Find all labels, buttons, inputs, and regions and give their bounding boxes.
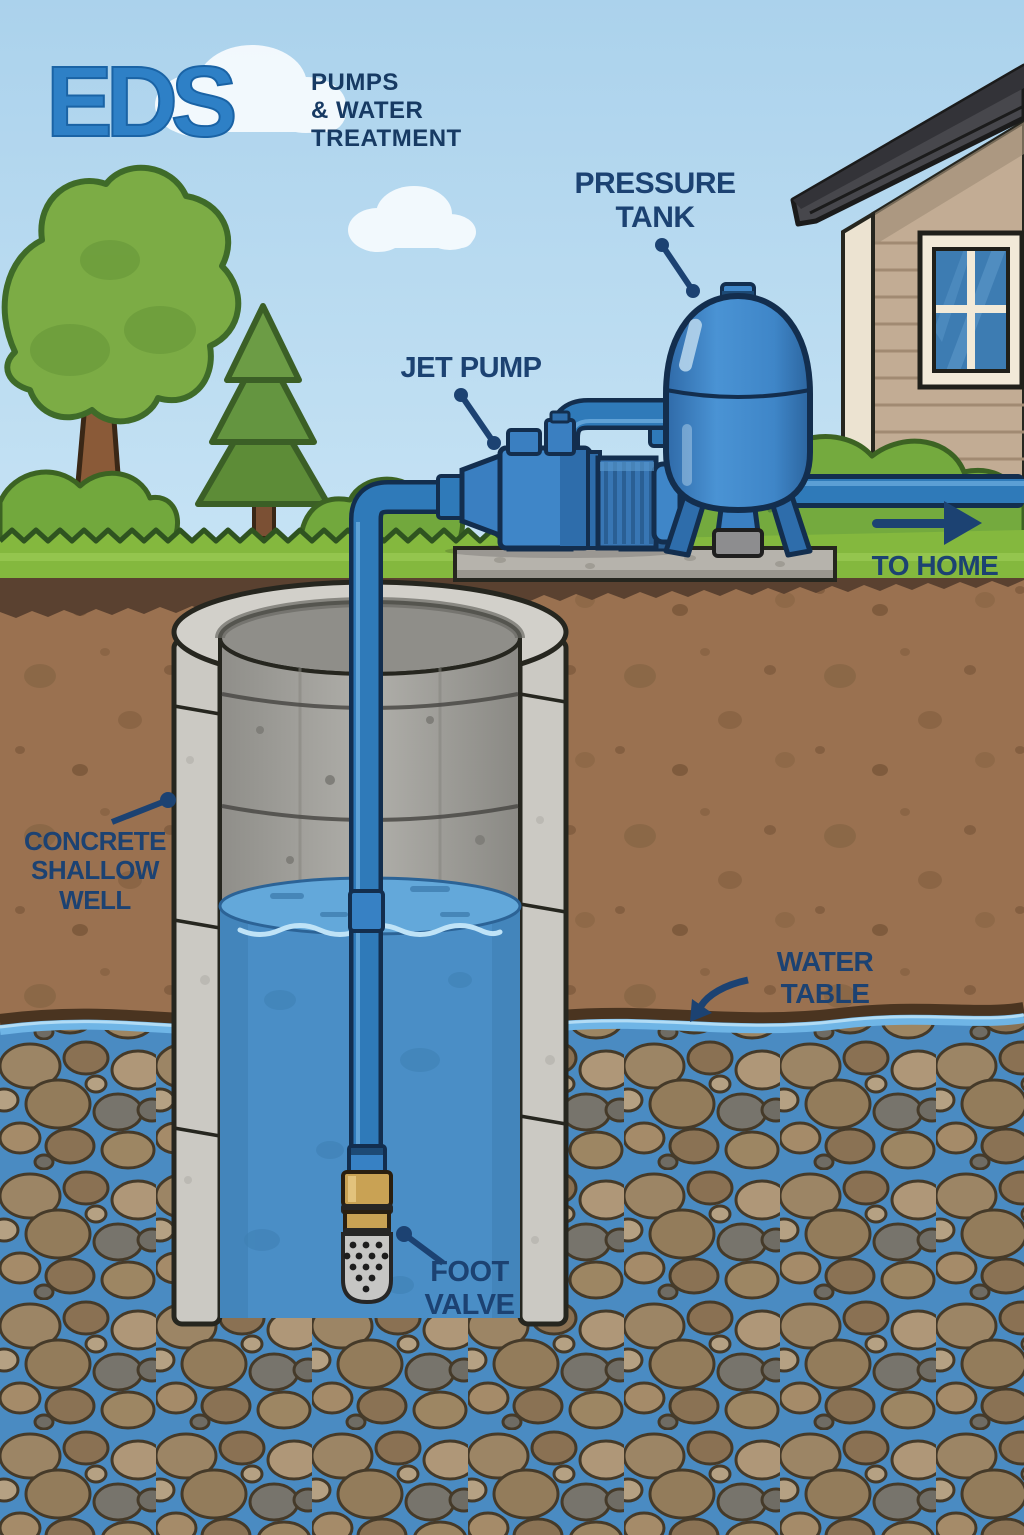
logo-tagline: PUMPS & WATER TREATMENT — [311, 69, 462, 153]
jet-pump-label: JET PUMP — [400, 352, 542, 384]
cloud — [348, 186, 476, 252]
pipe-coupling — [348, 889, 385, 933]
pressure-tank-label: PRESSURE TANK — [574, 167, 736, 234]
pressure-tank-leader — [655, 238, 700, 298]
pine-tree — [195, 303, 331, 540]
cloud — [155, 45, 346, 137]
concrete-well-leader — [110, 792, 176, 825]
annotations — [110, 238, 982, 1266]
pump-motor — [595, 455, 683, 551]
jet-pump-leader — [454, 388, 501, 450]
well-drop-pipe — [341, 480, 450, 1305]
logo-tagline-line: PUMPS — [311, 69, 399, 96]
foot-valve-label: FOOT VALVE — [424, 1256, 515, 1321]
foot-valve — [341, 1144, 393, 1305]
logo-tagline-line: TREATMENT — [311, 125, 462, 152]
jet-pump — [436, 410, 686, 558]
pressure-tank — [663, 282, 813, 558]
foot-valve-leader — [396, 1226, 445, 1266]
pump-nose — [459, 451, 505, 540]
logo-brand: EDS — [45, 46, 239, 158]
logo-tagline-line: & WATER — [311, 97, 424, 124]
water-table-label: WATER TABLE — [776, 946, 874, 1009]
house — [790, 63, 1024, 562]
house-roof — [790, 63, 1024, 227]
to-home-arrow-icon — [872, 501, 982, 545]
concrete-shallow-well-label: CONCRETE SHALLOW WELL — [24, 826, 166, 915]
to-home-label: TO HOME — [871, 550, 999, 581]
house-window — [917, 230, 1024, 390]
tank-body — [663, 292, 813, 514]
water-table-arrow-icon — [690, 976, 749, 1022]
